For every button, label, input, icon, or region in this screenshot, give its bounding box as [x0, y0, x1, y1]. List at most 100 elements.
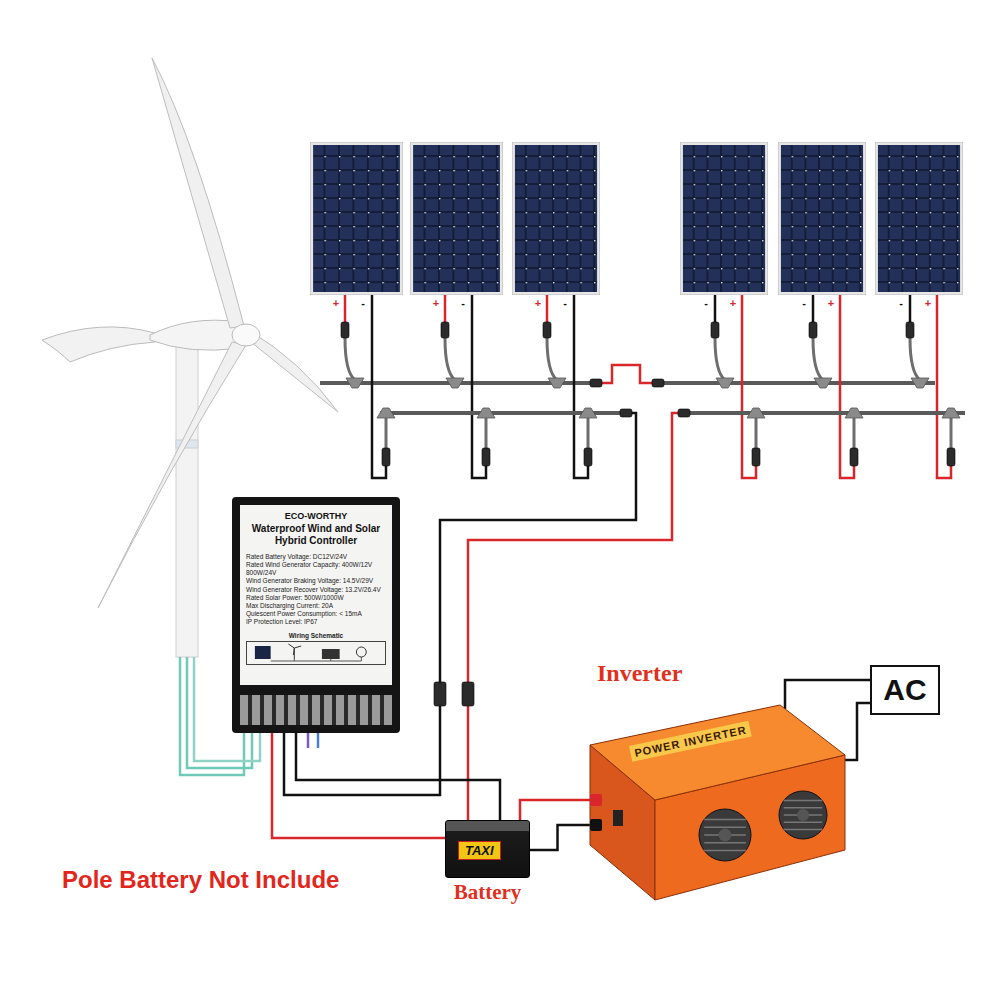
inverter-body [699, 809, 751, 861]
nose-cone [232, 324, 260, 346]
mc4-connector [434, 682, 446, 706]
inverter-body [797, 809, 809, 821]
polarity-mark: + [730, 298, 736, 309]
branch-cable [715, 338, 920, 380]
y-connector [377, 408, 395, 418]
y-connector [747, 408, 765, 418]
y-connector [942, 408, 960, 418]
y-connector [548, 378, 566, 388]
mc4-connector [584, 448, 592, 466]
polarity-mark: - [899, 298, 903, 309]
inverter-body [613, 810, 623, 826]
inverter-body [704, 826, 746, 828]
polarity-mark: + [925, 298, 931, 309]
branch-bus [690, 411, 965, 415]
schematic-icons [356, 647, 366, 657]
mc4-connector [678, 409, 690, 417]
spec-line: Rated Solar Power: 500W/1000W [246, 594, 386, 602]
y-connector [477, 408, 495, 418]
y-connector [716, 378, 734, 388]
y-connector [911, 378, 929, 388]
branch-cable [756, 416, 951, 448]
negative-lead [715, 295, 910, 322]
inverter-body [704, 850, 746, 852]
mc4-connector [850, 448, 858, 466]
terminal-block [240, 695, 392, 725]
solar-panel [512, 142, 600, 295]
spec-line: Wind Generator Braking Voltage: 14.5V/29… [246, 577, 386, 585]
wiring-schematic [246, 641, 386, 665]
mc4-connector [341, 322, 349, 338]
spec-line: Rated Battery Voltage: DC12V/24V [246, 553, 386, 561]
branch-cable [386, 416, 588, 448]
schematic-icons [255, 646, 271, 659]
pv-positive-cable [467, 706, 470, 820]
solar-panel [778, 142, 866, 295]
output-label: AC [883, 673, 926, 707]
mc4-connector [482, 448, 490, 466]
inverter-body [779, 791, 827, 839]
solar-panel [310, 142, 403, 295]
polarity-mark: + [828, 298, 834, 309]
polarity-mark: - [704, 298, 708, 309]
turbine-blade [152, 58, 244, 328]
schematic-icons [247, 642, 385, 664]
spec-line: Wind Generator Recover Voltage: 13.2V/26… [246, 586, 386, 594]
y-connector [579, 408, 597, 418]
negative-lead [372, 295, 588, 478]
polarity-mark: - [563, 298, 567, 309]
inverter-body [784, 807, 822, 809]
inverter-body [590, 705, 845, 800]
power-inverter: InverterPOWER INVERTER [585, 700, 850, 905]
turbine-blade [98, 342, 246, 608]
hybrid-controller: ECO-WORTHYWaterproof Wind and Solar Hybr… [232, 497, 400, 733]
mc4-connector [590, 379, 602, 387]
battery-brand: TAXI [458, 841, 501, 860]
pv-negative-cable [440, 413, 636, 682]
mc4-connector [906, 322, 914, 338]
branch-bus [664, 381, 935, 385]
solar-panel [875, 142, 963, 295]
inverter-body [629, 721, 752, 762]
schematic-icons [322, 649, 340, 659]
turbine-blade [246, 330, 338, 412]
part-heading: Inverter [597, 660, 682, 687]
device-title: Waterproof Wind and Solar Hybrid Control… [246, 523, 386, 547]
mc4-connector [809, 322, 817, 338]
controller-faceplate: ECO-WORTHYWaterproof Wind and Solar Hybr… [240, 505, 392, 685]
polarity-mark: - [461, 298, 465, 309]
mc4-connector [382, 448, 390, 466]
schematic-icons [271, 657, 362, 661]
inverter-body [704, 819, 746, 821]
positive-lead [345, 295, 547, 322]
inverter-body [590, 819, 602, 831]
turbine-pole [176, 345, 198, 657]
mc4-connector [441, 322, 449, 338]
schematic-icons [288, 644, 301, 659]
part-heading: Battery [454, 880, 522, 905]
battery: TAXIBattery [445, 820, 530, 878]
y-connector [845, 408, 863, 418]
solar-panels [310, 142, 963, 295]
power-cable [272, 733, 445, 838]
y-connector [446, 378, 464, 388]
spec-line: Quiescent Power Consumption: < 15mA [246, 610, 386, 618]
branch-cable [345, 338, 557, 380]
polarity-mark: - [361, 298, 365, 309]
power-cable [296, 733, 500, 820]
y-connector [346, 378, 364, 388]
schematic-caption: Wiring Schematic [246, 632, 386, 639]
inverter-body [704, 842, 746, 844]
spec-line: IP Protection Level: IP67 [246, 618, 386, 626]
solar-panel [410, 142, 503, 295]
y-branch-connectors [346, 378, 960, 418]
inverter-body [784, 800, 822, 802]
mc4-connector [620, 409, 632, 417]
ac-output-box: AC [870, 665, 940, 715]
inverter-body [719, 829, 732, 842]
mc4-connector [462, 682, 474, 706]
polarity-mark: - [802, 298, 806, 309]
power-cable [520, 800, 590, 820]
disclaimer-note: Pole Battery Not Include [62, 866, 339, 894]
